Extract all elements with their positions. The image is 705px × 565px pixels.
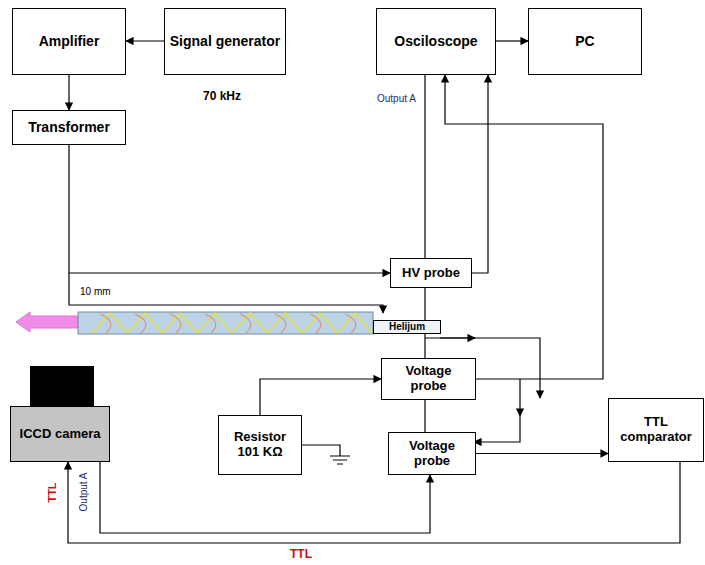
node-label: HV probe [398,266,464,281]
wire-arrow [519,379,520,416]
signal-label: TTL [46,482,57,502]
coil-winding [205,314,216,333]
resistor-box: Resistor 101 KΩ [218,415,302,475]
signal-wire [474,416,520,442]
connector [496,40,528,41]
coil-winding [337,313,372,333]
connector [445,75,603,379]
process-box: Signal generator [164,8,286,75]
coil-winding [127,313,162,333]
connector [69,145,390,273]
signal-label: TTL [290,548,312,560]
node-label: Helijum [385,322,429,332]
node-label: PC [571,33,598,49]
plasma-jet [16,312,78,332]
node-label: Osciloscope [390,33,481,49]
coil-winding [267,313,302,333]
electrode-coils [92,313,372,333]
node-label: Transformer [24,119,114,135]
node-label: Voltage probe [382,364,475,394]
coil-winding [240,314,251,333]
process-box: Osciloscope [376,8,496,75]
frequency-label: 70 kHz [203,90,241,102]
coil-winding [302,313,337,333]
probe-box: Voltage probe [388,432,476,475]
coil-winding [170,314,181,333]
coil-winding [135,314,146,333]
process-box: PC [528,8,642,75]
comparator-box: TTL comparator [608,398,704,462]
wire-arrow [539,379,540,398]
camera-box: ICCD camera [10,406,110,462]
process-box: Amplifier [12,8,126,75]
coil-winding [275,314,286,333]
probe-box: Voltage probe [381,358,476,400]
output-label: Output A [377,94,416,104]
connector [476,453,608,454]
discharge-tube [78,312,373,334]
node-label: TTL comparator [609,415,703,445]
node-label: Voltage probe [389,439,475,469]
coil-winding [162,313,197,333]
connector [260,379,381,415]
camera-head [30,366,94,406]
node-label: Resistor 101 KΩ [219,430,301,460]
coil-winding [345,314,356,333]
dimension-label: 10 mm [80,287,111,297]
wire-arrow [440,337,475,338]
process-box: Transformer [12,110,126,145]
coil-winding [310,314,321,333]
node-label: Amplifier [35,33,104,49]
coil-winding [92,313,127,333]
coil-winding [100,314,111,333]
coil-winding [232,313,267,333]
ground-symbol [298,445,350,464]
coil-winding [197,313,232,333]
node-label: ICCD camera [16,427,105,442]
connector [472,75,488,273]
connector [126,40,164,41]
node-label: Signal generator [166,33,284,49]
connector [68,75,69,110]
gas-inlet: Helijum [373,320,441,334]
connector [68,462,680,543]
hv-wire [69,273,383,313]
output-label: Output A [79,473,89,512]
probe-box: HV probe [390,258,472,288]
